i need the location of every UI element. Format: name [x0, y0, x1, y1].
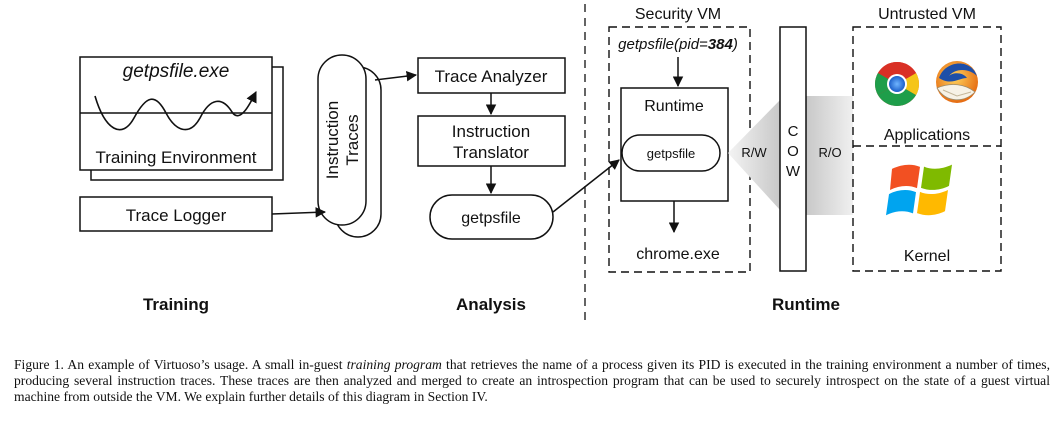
logger-to-traces-arrow: [271, 207, 327, 218]
training-section-title: Training: [143, 295, 209, 314]
cow-letter-c: C: [788, 123, 799, 140]
applications-label: Applications: [884, 127, 970, 144]
trace-logger-box: Trace Logger: [79, 196, 273, 232]
caption-suffix: that retrieves the name of a process giv…: [14, 357, 1050, 404]
instruction-translator-box: Instruction Translator: [417, 115, 566, 167]
pid-call-label: getpsfile(pid=384): [618, 36, 738, 53]
windows-logo-icon: [886, 164, 952, 216]
thunderbird-icon: [936, 61, 978, 103]
instruction-traces-stack: Instruction Traces: [317, 54, 382, 238]
kernel-label: Kernel: [904, 248, 950, 265]
runtime-box: Runtime getpsfile: [620, 87, 729, 202]
analysis-output-program-label: getpsfile: [461, 210, 521, 227]
runtime-output-label: chrome.exe: [636, 246, 720, 263]
cow-letter-w: W: [786, 163, 801, 180]
trace-logger-label: Trace Logger: [126, 206, 227, 225]
caption-emphasis: training program: [346, 357, 442, 372]
security-vm-title: Security VM: [635, 6, 721, 23]
trace-analyzer-label: Trace Analyzer: [435, 67, 548, 86]
ro-mapping-shape: [806, 96, 853, 215]
program-to-runtime-arrow: [552, 159, 620, 213]
rw-label: R/W: [741, 145, 767, 160]
runtime-program: [621, 134, 721, 172]
virtuoso-diagram: getpsfile.exe Training Environment Trace…: [79, 4, 1002, 325]
execution-wave: [94, 90, 257, 131]
traces-to-analyzer-arrow: [374, 70, 418, 82]
ro-label: R/O: [818, 145, 841, 160]
instruction-translator-line1: Instruction: [452, 122, 530, 141]
chrome-icon: [875, 62, 919, 106]
analysis-section-title: Analysis: [456, 295, 526, 314]
pid-value: 384: [708, 36, 734, 53]
untrusted-vm-boundary: [852, 26, 1002, 272]
caption-prefix: Figure 1. An example of Virtuoso’s usage…: [14, 357, 347, 372]
training-environment-stack: getpsfile.exe Training Environment: [79, 56, 284, 181]
instruction-translator-line2: Translator: [453, 143, 529, 162]
training-environment-label: Training Environment: [96, 148, 257, 167]
analysis-output-program: getpsfile: [429, 194, 554, 240]
cow-letter-o: O: [787, 143, 799, 160]
instruction-traces-label-line1: Instruction: [323, 101, 342, 179]
instruction-traces-label-line2: Traces: [343, 114, 362, 165]
rw-mapping-shape: [728, 100, 780, 210]
runtime-program-label: getpsfile: [647, 146, 695, 161]
untrusted-vm-title: Untrusted VM: [878, 6, 976, 23]
training-program-name: getpsfile.exe: [123, 61, 230, 82]
trace-analyzer-box: Trace Analyzer: [417, 57, 566, 94]
figure-caption: Figure 1. An example of Virtuoso’s usage…: [14, 357, 1050, 405]
cow-box: C O W: [779, 26, 807, 272]
runtime-label: Runtime: [644, 98, 704, 115]
runtime-section-title: Runtime: [772, 295, 840, 314]
